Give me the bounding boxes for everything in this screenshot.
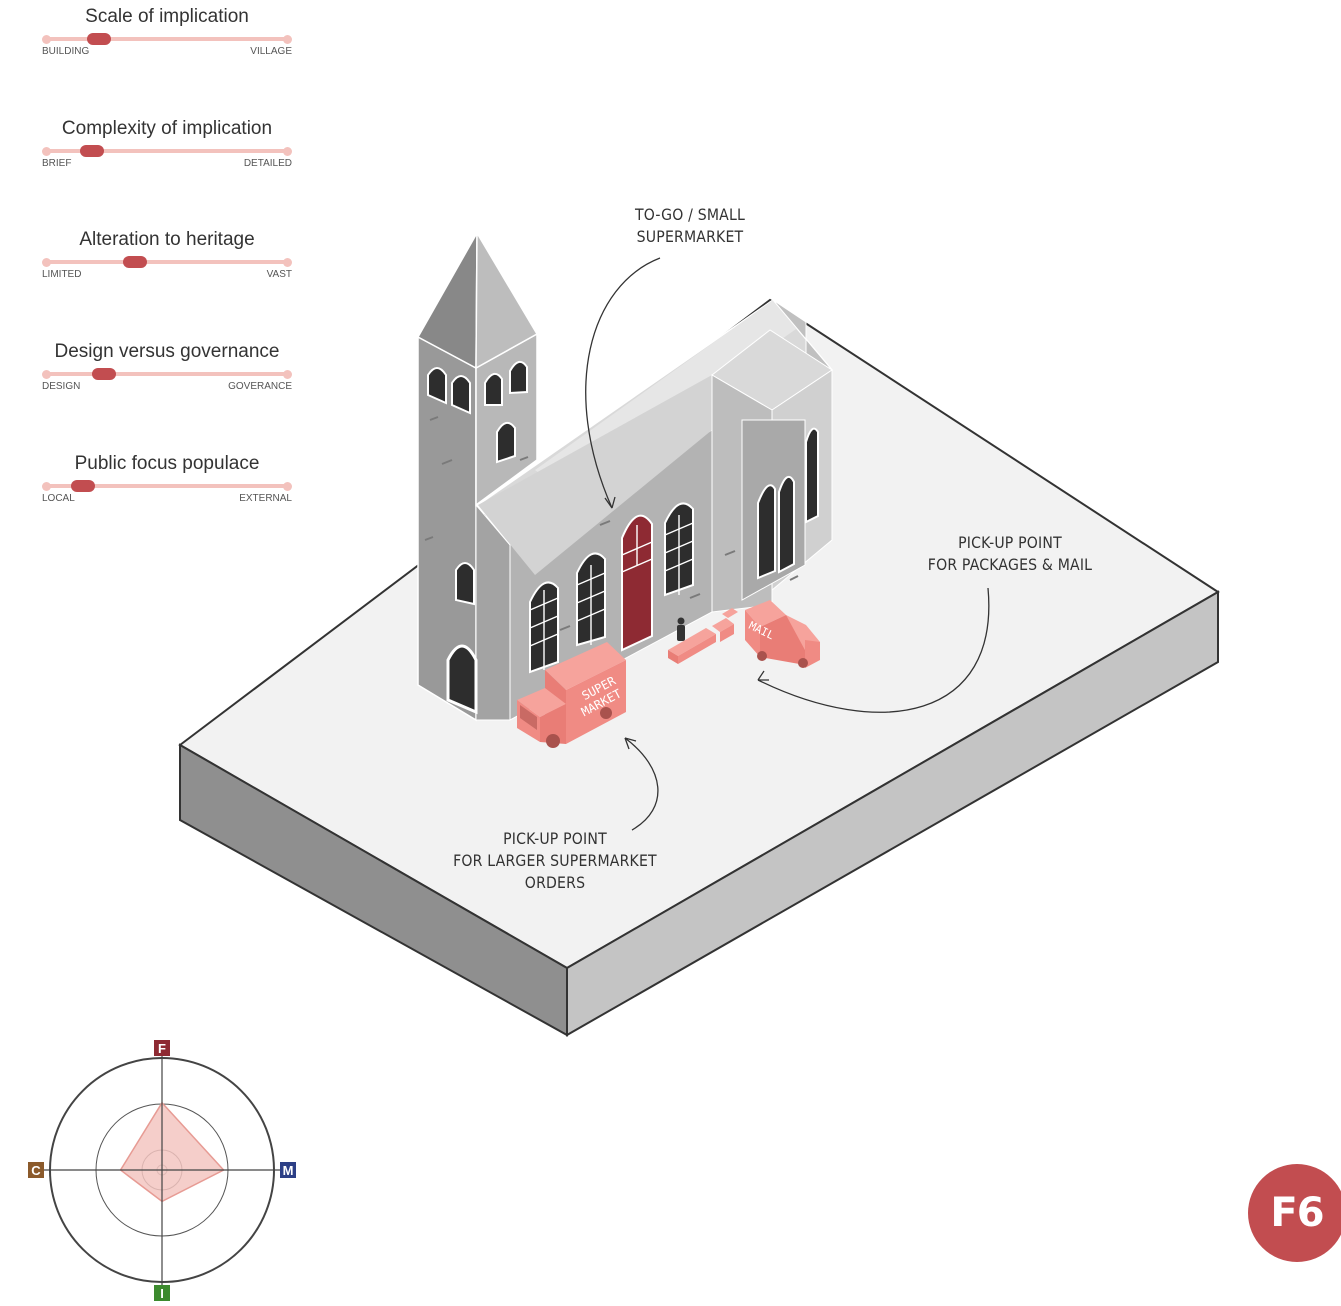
- slab-right-side: [566, 590, 1219, 1037]
- slider-track: [42, 255, 292, 269]
- slider-right-label: GOVERANCE: [228, 381, 292, 392]
- slider-title: Alteration to heritage: [79, 229, 255, 250]
- person-figure: [677, 617, 685, 641]
- radar-axis-label-m: M: [283, 1163, 294, 1178]
- slider-track: [42, 32, 292, 46]
- slider-thumb: [80, 145, 105, 157]
- slider-right-label: VILLAGE: [250, 46, 292, 57]
- slider-thumb: [87, 33, 112, 45]
- slider-right-label: EXTERNAL: [239, 493, 292, 504]
- door-transom: [621, 525, 653, 573]
- slider-track: [42, 479, 292, 493]
- slider-title: Design versus governance: [54, 341, 280, 362]
- radar-axis-badge-i: [154, 1285, 170, 1301]
- radar-axis-badge-c: [28, 1162, 44, 1178]
- tower-door: [446, 644, 478, 715]
- radar-axis-badge-m: [280, 1162, 296, 1178]
- slider-left-label: BUILDING: [42, 46, 90, 57]
- brick-texture: [424, 416, 799, 631]
- slider-left-label: LIMITED: [42, 269, 82, 280]
- slider-left-label: LOCAL: [42, 493, 75, 504]
- radar-axis-label-i: I: [160, 1286, 164, 1301]
- window-mullions: [529, 515, 694, 670]
- slider-title: Public focus populace: [74, 453, 260, 474]
- radar-axis-badge-f: [154, 1040, 170, 1056]
- radar-chart: F M I C: [28, 1040, 296, 1301]
- spire-right: [475, 230, 539, 370]
- radar-axis-label-c: C: [31, 1163, 41, 1178]
- church-illustration: SUPER MARKET MAIL: [178, 230, 1220, 1037]
- slider-title: Scale of implication: [85, 6, 249, 27]
- tower-windows: [427, 360, 528, 606]
- slider-thumb: [71, 480, 96, 492]
- slider-track: [42, 367, 292, 381]
- radar-axis-label-f: F: [158, 1041, 166, 1056]
- nave-wall-upper: [478, 375, 712, 575]
- slider-right-label: VAST: [266, 269, 292, 280]
- supermarket-truck: SUPER MARKET: [517, 642, 630, 748]
- radar-area: [119, 1101, 225, 1203]
- slider-track: [42, 144, 292, 158]
- slider-title: Complexity of implication: [61, 118, 273, 139]
- figure-badge: F6: [1248, 1164, 1341, 1262]
- parcel-stack: [668, 608, 738, 664]
- slider-thumb: [123, 256, 148, 268]
- tower-lower-side: [475, 503, 511, 721]
- slider-left-label: BRIEF: [42, 158, 72, 169]
- slider-right-label: DETAILED: [243, 158, 292, 169]
- slider-thumb: [91, 368, 116, 380]
- annotation-arrows: [585, 257, 990, 831]
- main-door: [621, 514, 653, 652]
- mail-truck: MAIL: [745, 600, 820, 668]
- slider-left-label: DESIGN: [42, 381, 81, 392]
- truck-label-super: SUPER MARKET: [572, 670, 630, 719]
